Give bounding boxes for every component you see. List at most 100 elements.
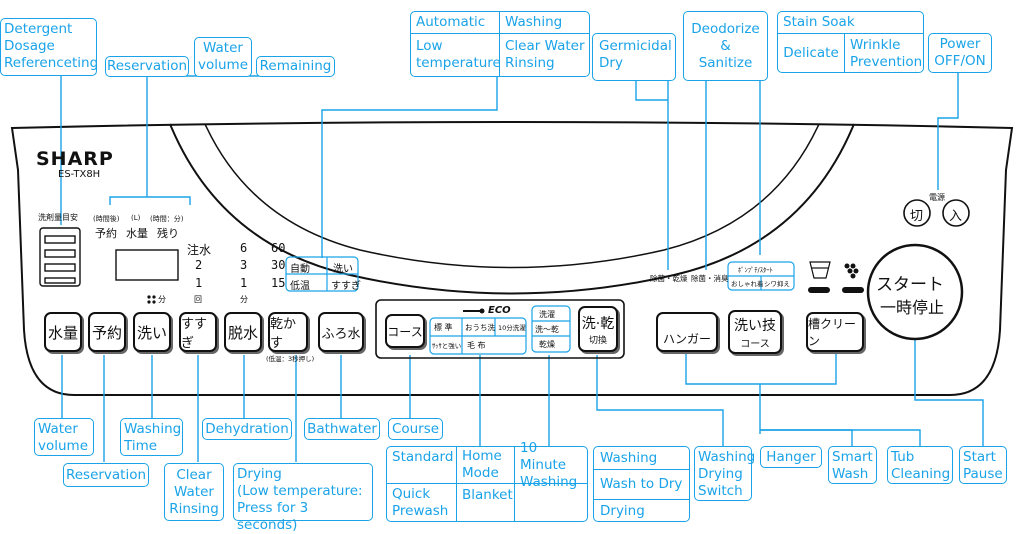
smart-wash-label: Smart Wash [828,446,877,484]
tub-cleaning-button[interactable]: 槽クリーン [806,312,864,352]
grid-quick-prewash: Quick Prewash [392,486,449,519]
grid-mode-washing: Washing [600,449,658,466]
wash-dry-switch-button[interactable]: 洗·乾 切換 [578,306,618,352]
mode-table-dry: 乾燥 [539,340,555,349]
small-header-time: (時間：分) [150,215,184,223]
indicator-bar-left [808,287,830,293]
start-button-ring [866,243,964,341]
power-on-button[interactable]: 入 [949,209,963,224]
indicator-bar-right [842,287,864,293]
water-volume-top-label: Water volume [194,37,252,77]
col60-2: 15 [271,276,286,290]
reservation-button[interactable]: 予約 [88,312,126,352]
leader-lines [60,72,984,462]
col6-1: 3 [240,258,248,272]
reservation-top-label: Reservation [105,56,189,77]
header-reservation: 予約 [95,227,117,240]
wash-dry-switch-top: 洗·乾 [581,315,615,332]
course-table-quick: ｻｯｻと強い [432,342,462,350]
bathwater-label: Bathwater [304,418,380,440]
detergent-gauge-icon [39,227,81,287]
bathwater-button[interactable]: ふろ水 [318,312,364,352]
grid-standard: Standard [392,448,454,465]
smart-wash-bottom: コース [740,338,770,350]
grid-automatic: Automatic [416,14,486,30]
drying-mode-grid-vline [499,11,501,77]
small-header-liters: (L) [131,214,141,222]
brand-logo: SHARP [36,148,114,170]
hanger-button[interactable]: ハンガー [656,312,718,352]
start-pause-label: Start Pause [959,446,1007,484]
soak-table-delicate: おしゃれ着 [731,280,764,288]
unit-minutes-2: 分 [240,295,248,304]
start-button-bottom[interactable]: 一時停止 [880,298,945,317]
dry-table-rinse: すすぎ [331,281,361,292]
dry-table-auto: 自動 [290,264,310,275]
washing-drying-switch-label: Washing Drying Switch [694,446,755,501]
mode-grid [593,446,690,522]
power-off-button[interactable]: 切 [910,209,924,224]
power-title: 電源 [929,193,945,202]
mode-table-washdry: 洗～乾 [535,325,559,334]
stain-soak-grid-hline [777,33,924,35]
grid-clear-water-rinsing: Clear Water Rinsing [505,38,585,71]
germicidal-dry-label: Germicidal Dry [592,33,676,81]
course-button[interactable]: コース [385,314,425,348]
smart-wash-button[interactable]: 洗い技 コース [728,310,782,354]
course-grid-vline1 [456,446,458,522]
mode-table-wash: 洗濯 [539,310,555,319]
header-remaining: 残り [157,227,179,240]
stain-soak-grid-vline [844,33,846,73]
unit-times: 回 [194,295,202,304]
grid-mode-drying: Drying [600,502,645,519]
lid-arc [169,123,855,295]
drying-table [285,256,359,292]
dots-icon [147,295,156,304]
header-volume: 水量 [126,227,148,240]
dehydration-label: Dehydration [202,418,292,440]
germicidal-dry-label-jp: 除菌・乾燥 [650,274,688,283]
lcd-display [115,249,179,281]
grid-delicate: Delicate [783,45,839,61]
course-panel [375,299,625,359]
grid-mode-wash-to-dry: Wash to Dry [600,476,683,492]
course-label: Course [388,418,443,440]
washing-button[interactable]: 洗い [133,312,171,352]
wash-dry-switch-bottom: 切換 [588,335,607,346]
drying-button[interactable]: 乾かす [268,312,308,352]
stain-soak-grid [777,11,924,73]
col6-2: 1 [240,276,248,290]
lid-arc-inner [204,123,820,269]
reservation-bottom-label: Reservation [63,463,149,487]
smart-wash-top: 洗い技 [734,317,776,334]
course-mini-table [429,305,571,355]
unit-minutes-1: 分 [158,295,166,304]
deodorize-sanitize-label: Deodorize & Sanitize [683,11,768,81]
dosage-title: 洗剤量目安 [38,213,78,222]
hanger-label: Hanger [760,446,822,468]
eco-label: ECO [488,305,511,316]
rinse-button[interactable]: すすぎ [179,312,217,352]
soak-table-wrinkle: シワ抑え [764,280,790,288]
dry-table-wash: 洗い [333,264,353,275]
remaining-label: Remaining [256,56,335,77]
grid-wrinkle-prevention: Wrinkle Prevention [850,36,923,70]
small-header-hours: (時間後) [93,215,120,223]
deodorize-label-jp: 除菌・消臭 [691,274,729,283]
detergent-dosage-label: Detergent Dosage Referenceting [0,18,98,76]
power-off-button-ring [903,199,931,227]
water-col-0: 注水 [187,243,212,257]
clear-water-rinsing-label: Clear Water Rinsing [164,463,224,521]
dry-note: (低温：3秒押し) [266,355,315,363]
mode-grid-hline2 [593,499,690,501]
course-grid-vline2 [514,446,516,522]
grid-low-temperature: Low temperature [416,38,501,71]
water-volume-button[interactable]: 水量 [44,312,82,352]
course-table-home: おうち洗 [465,323,495,332]
dehydration-button[interactable]: 脱水 [224,312,262,352]
col60-1: 30 [271,258,286,272]
grid-home-mode: Home Mode [462,448,502,481]
start-button-top[interactable]: スタート [876,275,944,295]
soak-mini-table [727,261,795,291]
